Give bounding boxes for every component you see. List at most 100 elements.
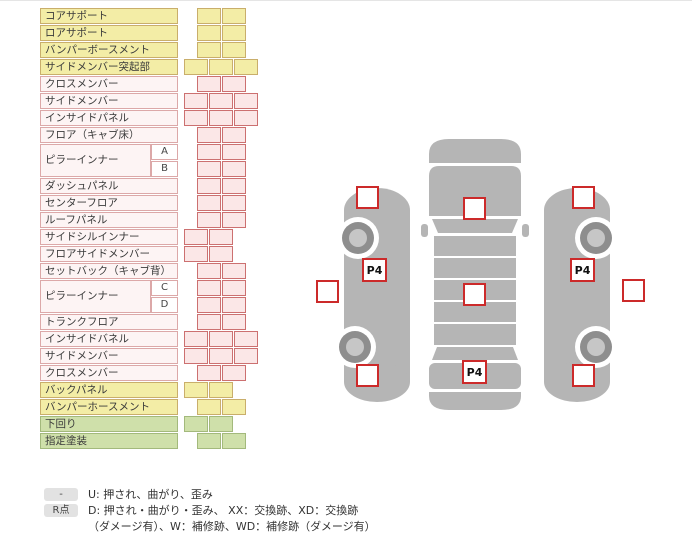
part-subrow: B bbox=[151, 161, 247, 177]
damage-cell bbox=[184, 110, 208, 126]
damage-cells bbox=[197, 280, 247, 296]
part-label: セットバック（キャブ背） bbox=[40, 263, 178, 279]
damage-cells bbox=[197, 127, 247, 143]
marker-right-side-front bbox=[572, 186, 595, 209]
marker-center-roof bbox=[463, 283, 486, 306]
damage-cell bbox=[222, 127, 246, 143]
damage-cells bbox=[184, 348, 259, 364]
damage-cell bbox=[222, 144, 246, 160]
damage-cell bbox=[209, 348, 233, 364]
center-hood bbox=[429, 166, 521, 216]
center-front-bumper bbox=[429, 139, 521, 163]
damage-cells bbox=[184, 416, 234, 432]
damage-cell bbox=[197, 25, 221, 41]
damage-cell bbox=[184, 416, 208, 432]
damage-cells bbox=[197, 195, 247, 211]
part-row: センターフロア bbox=[40, 195, 259, 211]
part-label: クロスメンバー bbox=[40, 76, 178, 92]
center-rear-window bbox=[432, 347, 518, 360]
part-row: サイドメンバー突起部 bbox=[40, 59, 259, 75]
damage-cell bbox=[197, 144, 221, 160]
wheel-right-front-hub bbox=[587, 229, 605, 247]
damage-cell bbox=[222, 178, 246, 194]
part-row: ルーフパネル bbox=[40, 212, 259, 228]
vehicle-diagram bbox=[334, 139, 617, 410]
part-row: バンパーホースメント bbox=[40, 399, 259, 415]
damage-cell bbox=[197, 314, 221, 330]
damage-cell bbox=[184, 331, 208, 347]
damage-cells bbox=[197, 25, 247, 41]
marker-center-rear-p4: P4 bbox=[462, 360, 487, 384]
damage-cell bbox=[197, 365, 221, 381]
damage-cells bbox=[184, 59, 259, 75]
damage-cell bbox=[197, 8, 221, 24]
damage-cell bbox=[184, 382, 208, 398]
damage-cells bbox=[184, 331, 259, 347]
damage-cell bbox=[222, 76, 246, 92]
part-label: 下回り bbox=[40, 416, 178, 432]
damage-cell bbox=[197, 42, 221, 58]
damage-cell bbox=[197, 433, 221, 449]
damage-cell bbox=[209, 59, 233, 75]
legend-indent bbox=[44, 520, 78, 533]
top-divider bbox=[0, 0, 692, 1]
legend-text-d: D: 押され・曲がり・歪み、 XX：交換跡、XD：交換跡 bbox=[88, 504, 359, 517]
damage-cell bbox=[209, 416, 233, 432]
part-label: ロアサポート bbox=[40, 25, 178, 41]
part-label: インサイドバネル bbox=[40, 331, 178, 347]
part-row: バックパネル bbox=[40, 382, 259, 398]
part-label: サイドメンバー bbox=[40, 348, 178, 364]
part-label: サイドメンバー bbox=[40, 93, 178, 109]
damage-cells bbox=[197, 314, 247, 330]
damage-cell bbox=[209, 229, 233, 245]
part-label: 指定塗装 bbox=[40, 433, 178, 449]
part-label: フロア（キャブ床） bbox=[40, 127, 178, 143]
part-subrow: D bbox=[151, 297, 247, 313]
part-label: センターフロア bbox=[40, 195, 178, 211]
damage-cell bbox=[184, 246, 208, 262]
part-sub-label: D bbox=[151, 297, 178, 313]
damage-cells bbox=[197, 178, 247, 194]
damage-cell bbox=[197, 399, 221, 415]
damage-cell bbox=[222, 297, 246, 313]
damage-cell bbox=[197, 195, 221, 211]
damage-cell bbox=[222, 433, 246, 449]
center-roof-band bbox=[434, 302, 516, 322]
damage-cells bbox=[197, 161, 247, 177]
center-roof-band bbox=[434, 324, 516, 345]
marker-left-side-rear bbox=[356, 364, 379, 387]
damage-cell bbox=[234, 348, 258, 364]
part-label: バンパーボースメント bbox=[40, 42, 178, 58]
center-roof-band bbox=[434, 258, 516, 278]
legend: - U: 押され、曲がり、歪み R点 D: 押され・曲がり・歪み、 XX：交換跡… bbox=[44, 488, 376, 536]
part-subrow: A bbox=[151, 144, 247, 160]
damage-cell bbox=[222, 314, 246, 330]
damage-cell bbox=[222, 280, 246, 296]
part-row: フロアサイドメンバー bbox=[40, 246, 259, 262]
part-label: サイドシルインナー bbox=[40, 229, 178, 245]
damage-cell bbox=[234, 331, 258, 347]
damage-cell bbox=[234, 59, 258, 75]
marker-center-hood bbox=[463, 197, 486, 220]
damage-cells bbox=[197, 212, 247, 228]
damage-cell bbox=[197, 76, 221, 92]
damage-cell bbox=[184, 229, 208, 245]
damage-cells bbox=[197, 263, 247, 279]
marker-right-side-rear bbox=[572, 364, 595, 387]
damage-cells bbox=[184, 229, 234, 245]
damage-cell bbox=[184, 59, 208, 75]
frame-parts-table: コアサポートロアサポートバンパーボースメントサイドメンバー突起部クロスメンバーサ… bbox=[40, 8, 259, 450]
part-row: インサイドパネル bbox=[40, 110, 259, 126]
damage-cell bbox=[234, 93, 258, 109]
legend-text-u: U: 押され、曲がり、歪み bbox=[88, 488, 213, 501]
part-row: クロスメンバー bbox=[40, 365, 259, 381]
damage-cell bbox=[209, 331, 233, 347]
damage-cell bbox=[222, 161, 246, 177]
part-label: クロスメンバー bbox=[40, 365, 178, 381]
legend-text-d2: （ダメージ有）、W：補修跡、WD：補修跡（ダメージ有） bbox=[88, 520, 376, 533]
damage-cell bbox=[184, 93, 208, 109]
center-rear-bumper bbox=[429, 392, 521, 410]
part-label: ダッシュパネル bbox=[40, 178, 178, 194]
damage-cells bbox=[197, 144, 247, 160]
marker-right-side-p4: P4 bbox=[570, 258, 595, 282]
